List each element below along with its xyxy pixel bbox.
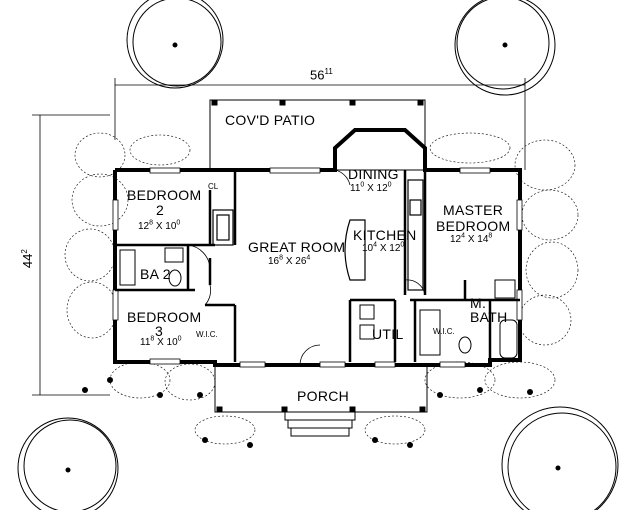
overall-depth-inches: 2: [19, 249, 29, 254]
bedroom-3-dimensions: 118 X 100: [140, 335, 182, 348]
utility-label: UTIL: [372, 326, 404, 342]
overall-width-inches: 11: [324, 67, 333, 76]
kitchen-island: [344, 179, 424, 291]
master-bedroom-subtitle: BEDROOM: [436, 218, 511, 234]
shrub-dots: [82, 377, 533, 448]
overall-width-label: 5611: [310, 67, 333, 83]
porch-label: PORCH: [297, 388, 350, 404]
bedroom-3-number: 3: [155, 323, 164, 339]
fireplace: [212, 209, 234, 246]
master-bedroom-title: MASTER: [443, 202, 504, 218]
master-bath-title: M.: [470, 295, 487, 311]
covd-patio-label: COV'D PATIO: [225, 112, 316, 128]
doors: [187, 169, 426, 366]
bedroom-3-closet-label: W.I.C.: [196, 330, 218, 339]
great-room-dimensions: 168 X 264: [268, 254, 311, 267]
tree-bottom-right: [501, 406, 619, 510]
windows: [112, 167, 523, 368]
bath-fixtures: [119, 247, 518, 359]
kitchen-label: KITCHEN: [353, 227, 417, 243]
dining-label: DINING: [348, 166, 399, 182]
bedroom-2-closet-label: CL: [208, 182, 219, 191]
bath-2-label: BA 2: [140, 266, 171, 282]
dimension-lines: [32, 78, 526, 396]
master-closet-label: W.I.C.: [433, 327, 455, 336]
kitchen-dimensions: 104 X 120: [362, 241, 405, 254]
bedroom-2-number: 2: [156, 202, 165, 218]
bedroom-3-title: BEDROOM: [127, 309, 202, 325]
bedroom-2-dimensions: 128 X 100: [138, 219, 181, 232]
bedroom-2-title: BEDROOM: [127, 187, 202, 203]
exterior-walls: [113, 128, 522, 367]
tree-bottom-left: [17, 417, 119, 510]
covered-patio: [209, 99, 426, 171]
overall-depth-feet: 44: [20, 253, 36, 269]
master-bedroom-dimensions: 124 X 148: [450, 232, 493, 245]
interior-walls: [115, 170, 520, 362]
dining-dimensions: 110 X 120: [350, 181, 392, 194]
tree-top-left: [126, 0, 224, 89]
overall-depth-label: 442: [19, 249, 36, 269]
great-room-label: GREAT ROOM: [248, 239, 346, 255]
tree-top-right: [454, 0, 556, 96]
overall-width-feet: 56: [310, 67, 325, 83]
master-bath-subtitle: BATH: [470, 309, 508, 325]
